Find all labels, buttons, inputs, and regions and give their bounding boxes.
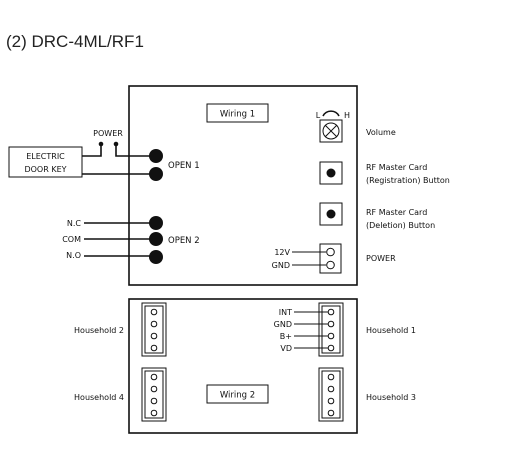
household-2-connector-inner [144, 305, 164, 354]
household-2-connector [141, 302, 167, 357]
open2-terminal-no [149, 250, 163, 264]
nc-label: N.C [67, 219, 82, 228]
electric-door-key-label-line2: DOOR KEY [24, 165, 66, 174]
gnd-label: GND [274, 320, 292, 329]
power-12v-label: 12V [274, 248, 290, 257]
power-terminal-block [319, 243, 342, 274]
electric-door-key-label-line1: ELECTRIC [26, 152, 65, 161]
household-3-pin-4 [327, 409, 335, 417]
household-4-pin-4 [150, 409, 158, 417]
wiring-1-label: Wiring 1 [220, 110, 255, 120]
rf-registration-button [319, 161, 343, 185]
open2-terminal-com [149, 232, 163, 246]
household-3-connector [318, 367, 344, 422]
power-terminal-12v-screw [326, 247, 335, 257]
household-1-pin-vd [327, 344, 335, 352]
power-terminal-left [98, 141, 104, 147]
wiring-2-label: Wiring 2 [220, 391, 255, 401]
power-gnd-label: GND [272, 261, 290, 270]
volume-label: Volume [366, 128, 396, 137]
power-supply-label: POWER [93, 129, 123, 138]
wiring-1-unit: Wiring 1 ELECTRIC DOOR KEY POWER OPEN 1 … [8, 85, 450, 286]
int-label: INT [279, 308, 292, 317]
rf-deletion-label-line1: RF Master Card [366, 208, 427, 217]
power-terminal-label: POWER [366, 254, 396, 263]
open2-label: OPEN 2 [168, 236, 200, 246]
volume-low-label: L [316, 111, 321, 120]
rf-registration-button-dot [326, 168, 336, 178]
household-2-pin-4 [150, 344, 158, 352]
household-2-label: Household 2 [74, 326, 124, 335]
wiring-1-label-box [206, 103, 269, 123]
power-terminal-gnd-screw [326, 260, 335, 270]
household-3-pin-3 [327, 397, 335, 405]
diagram-title: (2) DRC-4ML/RF1 [6, 32, 144, 51]
household-3-pin-2 [327, 385, 335, 393]
household-2-pin-3 [150, 332, 158, 340]
volume-high-label: H [344, 111, 350, 120]
household-1-connector [318, 302, 344, 357]
power-wire-lower [115, 145, 156, 157]
no-label: N.O [66, 251, 81, 260]
power-terminal-right [113, 141, 119, 147]
household-3-pin-1 [327, 373, 335, 381]
open1-terminal-lower [149, 167, 163, 181]
volume-knob-icon [322, 122, 340, 140]
rf-deletion-button [319, 202, 343, 226]
rf-deletion-label-line2: (Deletion) Button [366, 221, 435, 230]
household-2-pin-1 [150, 308, 158, 316]
household-4-pin-2 [150, 385, 158, 393]
household-4-connector [141, 367, 167, 422]
rf-deletion-button-dot [326, 209, 336, 219]
household-4-pin-1 [150, 373, 158, 381]
com-label: COM [62, 235, 81, 244]
household-1-pin-bplus [327, 332, 335, 340]
rf-registration-label-line1: RF Master Card [366, 163, 427, 172]
open1-terminal-upper [149, 149, 163, 163]
bplus-label: B+ [280, 332, 292, 341]
household-2-pin-2 [150, 320, 158, 328]
volume-arc [322, 110, 340, 117]
household-1-pin-int [327, 308, 335, 316]
household-4-label: Household 4 [74, 393, 124, 402]
power-wire-upper [82, 145, 102, 157]
electric-door-key-box [8, 146, 83, 178]
wiring-2-unit: Wiring 2 Household 2 Household 4 INT GND… [74, 298, 416, 434]
open1-label: OPEN 1 [168, 161, 200, 171]
volume-knob-box [319, 119, 343, 143]
household-1-pin-gnd [327, 320, 335, 328]
wiring-2-label-box [206, 384, 269, 404]
household-1-label: Household 1 [366, 326, 416, 335]
volume-knob-cross [324, 124, 338, 138]
household-4-connector-inner [144, 370, 164, 419]
open2-terminal-nc [149, 216, 163, 230]
household-4-pin-3 [150, 397, 158, 405]
household-3-label: Household 3 [366, 393, 416, 402]
household-3-connector-inner [321, 370, 341, 419]
vd-label: VD [280, 344, 292, 353]
rf-registration-label-line2: (Registration) Button [366, 176, 450, 185]
household-1-connector-inner [321, 305, 341, 354]
